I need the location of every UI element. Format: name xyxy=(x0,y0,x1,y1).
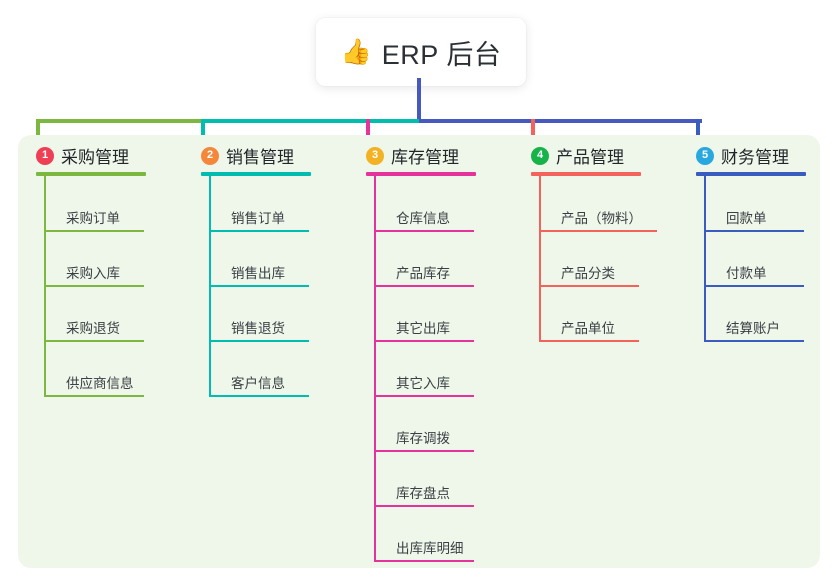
branch-header-rule xyxy=(696,172,806,176)
leaf-node[interactable]: 销售订单 xyxy=(209,206,329,232)
root-node-card[interactable]: 👍 ERP 后台 xyxy=(316,18,526,86)
branch-header-rule xyxy=(201,172,311,176)
branch-spine xyxy=(704,174,706,342)
branch-index-badge: 3 xyxy=(366,146,384,165)
root-node-content: 👍 ERP 后台 xyxy=(341,33,502,72)
leaf-label: 采购退货 xyxy=(66,321,120,336)
leaf-node[interactable]: 付款单 xyxy=(704,261,824,287)
leaf-label: 采购订单 xyxy=(66,211,120,226)
leaf-node[interactable]: 客户信息 xyxy=(209,371,329,397)
leaf-rule xyxy=(44,285,144,287)
leaf-rule xyxy=(374,560,474,562)
leaf-label: 库存调拨 xyxy=(396,431,450,446)
leaf-node[interactable]: 产品（物料） xyxy=(539,206,659,232)
branch-header-rule xyxy=(36,172,146,176)
leaf-node[interactable]: 结算账户 xyxy=(704,316,824,342)
leaf-rule xyxy=(44,395,144,397)
leaf-rule xyxy=(44,230,144,232)
connector-bus-segment-1 xyxy=(38,119,207,123)
branch-title: 财务管理 xyxy=(721,148,789,167)
leaf-label: 产品分类 xyxy=(561,266,615,281)
branch-header-5[interactable]: 5 财务管理 xyxy=(696,143,789,168)
branch-header-3[interactable]: 3 库存管理 xyxy=(366,143,459,168)
leaf-rule xyxy=(209,285,309,287)
leaf-node[interactable]: 产品库存 xyxy=(374,261,494,287)
leaf-node[interactable]: 产品分类 xyxy=(539,261,659,287)
leaf-node[interactable]: 库存盘点 xyxy=(374,481,494,507)
leaf-node[interactable]: 销售出库 xyxy=(209,261,329,287)
leaf-node[interactable]: 采购退货 xyxy=(44,316,164,342)
leaf-label: 回款单 xyxy=(726,211,767,226)
branch-header-1[interactable]: 1 采购管理 xyxy=(36,143,129,168)
leaf-rule xyxy=(374,450,474,452)
leaf-label: 产品单位 xyxy=(561,321,615,336)
leaf-label: 其它出库 xyxy=(396,321,450,336)
connector-bus-segment-2 xyxy=(203,119,423,123)
leaf-label: 销售退货 xyxy=(231,321,285,336)
branch-index-badge: 1 xyxy=(36,146,54,165)
branch-index-badge: 4 xyxy=(531,146,549,165)
branch-spine xyxy=(539,174,541,342)
leaf-label: 付款单 xyxy=(726,266,767,281)
leaf-rule xyxy=(209,395,309,397)
leaf-label: 仓库信息 xyxy=(396,211,450,226)
connector-bus-segment-3 xyxy=(419,119,702,123)
branch-header-4[interactable]: 4 产品管理 xyxy=(531,143,624,168)
leaf-label: 出库库明细 xyxy=(396,541,464,556)
leaf-label: 其它入库 xyxy=(396,376,450,391)
branch-index-badge: 2 xyxy=(201,146,219,165)
leaf-node[interactable]: 产品单位 xyxy=(539,316,659,342)
leaf-node[interactable]: 销售退货 xyxy=(209,316,329,342)
leaf-label: 库存盘点 xyxy=(396,486,450,501)
branch-title: 产品管理 xyxy=(556,148,624,167)
leaf-rule xyxy=(539,285,639,287)
root-stem xyxy=(417,78,421,123)
leaf-label: 采购入库 xyxy=(66,266,120,281)
leaf-node[interactable]: 供应商信息 xyxy=(44,371,164,397)
leaf-rule xyxy=(374,395,474,397)
branch-title: 库存管理 xyxy=(391,148,459,167)
leaf-rule xyxy=(704,230,804,232)
thumbs-up-icon: 👍 xyxy=(340,37,372,66)
leaf-node[interactable]: 库存调拨 xyxy=(374,426,494,452)
leaf-node[interactable]: 其它入库 xyxy=(374,371,494,397)
leaf-node[interactable]: 其它出库 xyxy=(374,316,494,342)
leaf-rule xyxy=(704,285,804,287)
leaf-rule xyxy=(374,285,474,287)
leaf-label: 供应商信息 xyxy=(66,376,134,391)
leaf-rule xyxy=(704,340,804,342)
branch-header-rule xyxy=(531,172,641,176)
branch-header-rule xyxy=(366,172,476,176)
branch-index-badge: 5 xyxy=(696,146,714,165)
leaf-rule xyxy=(374,505,474,507)
branches-panel xyxy=(18,135,820,568)
leaf-node[interactable]: 出库库明细 xyxy=(374,536,494,562)
leaf-node[interactable]: 回款单 xyxy=(704,206,824,232)
branch-title: 采购管理 xyxy=(61,148,129,167)
leaf-label: 产品库存 xyxy=(396,266,450,281)
branch-title: 销售管理 xyxy=(226,148,294,167)
root-node-title: ERP 后台 xyxy=(381,39,502,70)
leaf-rule xyxy=(374,340,474,342)
leaf-rule xyxy=(539,230,657,232)
leaf-node[interactable]: 仓库信息 xyxy=(374,206,494,232)
leaf-rule xyxy=(209,340,309,342)
leaf-label: 客户信息 xyxy=(231,376,285,391)
leaf-node[interactable]: 采购订单 xyxy=(44,206,164,232)
branch-spine xyxy=(374,174,376,562)
leaf-label: 销售订单 xyxy=(231,211,285,226)
leaf-rule xyxy=(44,340,144,342)
leaf-label: 销售出库 xyxy=(231,266,285,281)
branch-header-2[interactable]: 2 销售管理 xyxy=(201,143,294,168)
leaf-label: 结算账户 xyxy=(726,321,780,336)
leaf-rule xyxy=(374,230,474,232)
leaf-rule xyxy=(209,230,309,232)
leaf-label: 产品（物料） xyxy=(561,211,642,226)
leaf-rule xyxy=(539,340,639,342)
leaf-node[interactable]: 采购入库 xyxy=(44,261,164,287)
